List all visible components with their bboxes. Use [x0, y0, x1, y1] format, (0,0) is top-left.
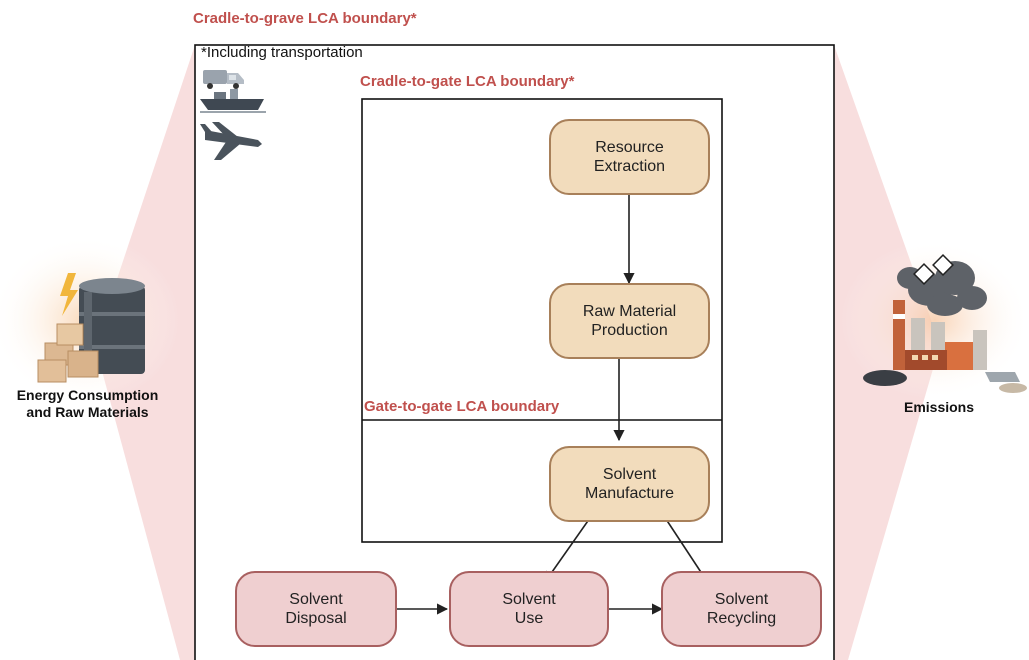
cradle-to-gate-boundary [361, 98, 723, 543]
boxes-icon [37, 323, 99, 383]
airplane-icon [200, 122, 262, 160]
lightning-icon [60, 273, 78, 316]
cradle-to-gate-label: Cradle-to-gate LCA boundary* [360, 73, 575, 90]
gate-to-gate-label: Gate-to-gate LCA boundary [364, 398, 560, 415]
node-solvent-use: Solvent Use [449, 571, 609, 647]
node-raw-material-production: Raw Material Production [549, 283, 710, 359]
node-solvent-disposal: Solvent Disposal [235, 571, 397, 647]
node-solvent-manufacture: Solvent Manufacture [549, 446, 710, 522]
waste-pipe-icon [985, 372, 1020, 382]
hazard-icon [913, 254, 954, 285]
ship-icon [200, 89, 266, 113]
factory-icon [893, 300, 987, 370]
van-icon [203, 70, 244, 89]
cradle-to-grave-boundary [194, 44, 835, 660]
including-transport-note: *Including transportation [201, 44, 363, 61]
node-solvent-recycling: Solvent Recycling [661, 571, 822, 647]
coal-pile-icon [863, 370, 907, 386]
node-resource-extraction: Resource Extraction [549, 119, 710, 195]
cradle-to-grave-label: Cradle-to-grave LCA boundary* [193, 10, 417, 27]
emissions-label: Emissions [903, 399, 975, 415]
inputs-label: Energy Consumption and Raw Materials [16, 387, 159, 420]
